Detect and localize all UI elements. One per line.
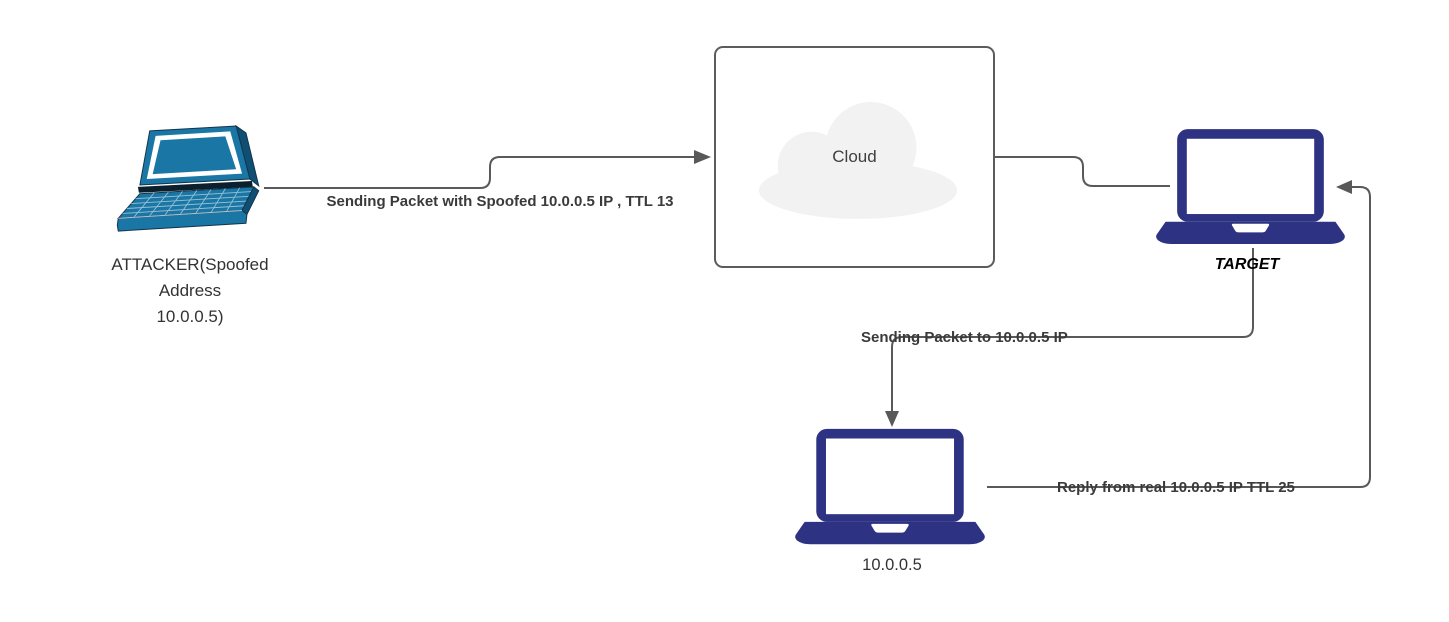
edge-target-to-real-host — [891, 248, 1254, 412]
cloud-icon — [758, 102, 958, 219]
arrowhead-into-cloud — [694, 150, 711, 164]
real-host-label: 10.0.0.5 — [862, 556, 922, 574]
edge-attacker-to-cloud — [264, 156, 695, 189]
arrowhead-into-real-host — [885, 411, 899, 427]
cloud-node: Cloud — [714, 46, 995, 268]
edge-label-spoofed-packet: Sending Packet with Spoofed 10.0.0.5 IP … — [326, 193, 674, 210]
laptop-front-icon — [795, 428, 985, 545]
edge-real-host-to-target — [987, 186, 1371, 488]
laptop-perspective-icon — [116, 124, 260, 232]
attacker-label-line3: 10.0.0.5) — [156, 307, 224, 326]
target-node — [1154, 127, 1347, 248]
edge-cloud-to-target — [993, 156, 1170, 187]
laptop-front-icon — [1156, 129, 1345, 244]
attacker-label: ATTACKER(Spoofed Address 10.0.0.5) — [70, 252, 310, 330]
attacker-label-line2: Address — [158, 281, 222, 300]
arrowhead-into-target — [1336, 180, 1352, 194]
attacker-label-line1: ATTACKER(Spoofed — [111, 255, 269, 274]
edge-label-reply: Reply from real 10.0.0.5 IP TTL 25 — [1057, 479, 1295, 496]
cloud-label: Cloud — [832, 147, 877, 166]
attacker-node — [110, 124, 268, 236]
target-label: TARGET — [1214, 256, 1280, 273]
edge-label-sending-packet: Sending Packet to 10.0.0.5 IP — [861, 329, 1068, 346]
real-host-node — [793, 426, 987, 549]
